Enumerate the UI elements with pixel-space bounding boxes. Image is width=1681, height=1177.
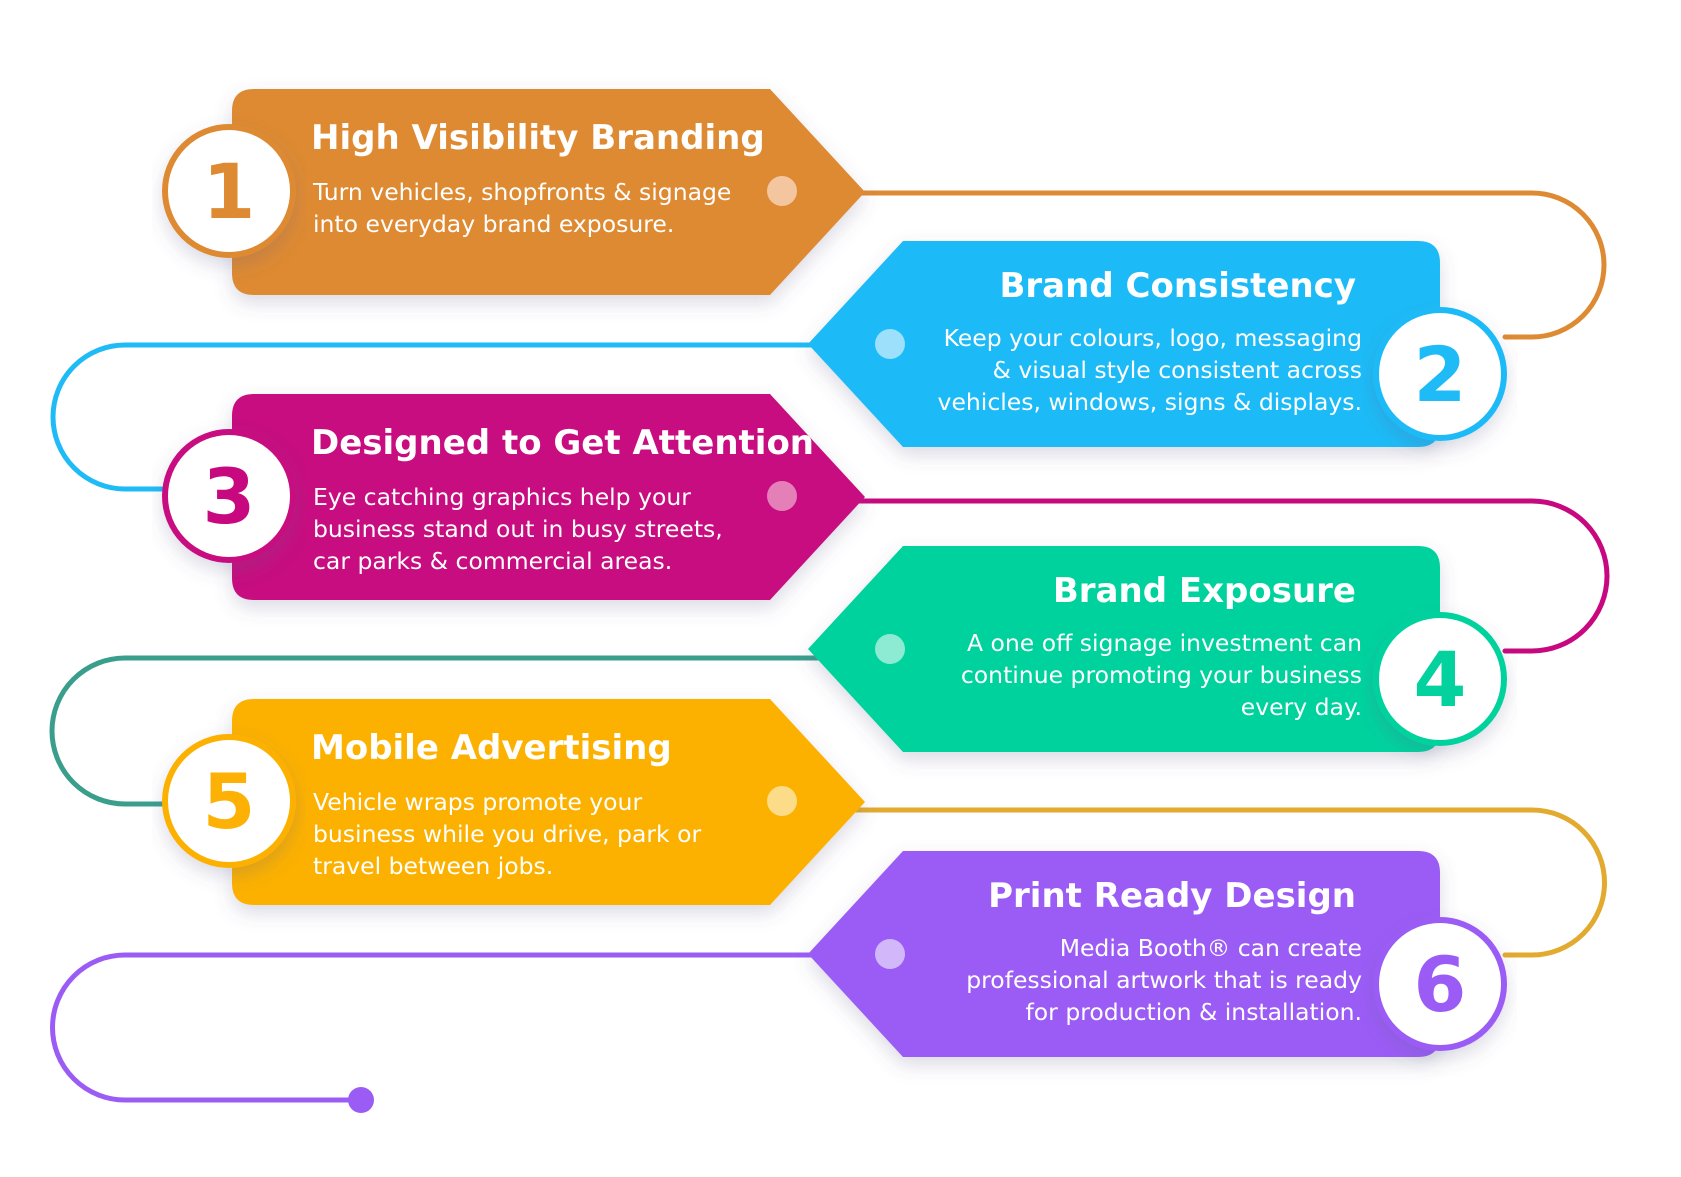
step-number: 4 bbox=[1414, 635, 1467, 724]
connector-line-3 bbox=[779, 498, 1610, 654]
step-description-line: Vehicle wraps promote your bbox=[313, 788, 642, 816]
step-description-line: car parks & commercial areas. bbox=[313, 547, 672, 575]
connector-lines bbox=[49, 190, 1610, 1113]
step-number-badge bbox=[1373, 917, 1507, 1051]
step-title: Designed to Get Attention bbox=[311, 423, 814, 463]
step-number-badge bbox=[162, 734, 296, 868]
step-number: 6 bbox=[1414, 940, 1467, 1029]
step-title: Mobile Advertising bbox=[311, 728, 672, 768]
step-number: 2 bbox=[1414, 330, 1467, 419]
step-number-badge bbox=[1373, 307, 1507, 441]
step-number-badge bbox=[1373, 612, 1507, 746]
connector-line-1 bbox=[779, 190, 1607, 340]
step-description-line: business stand out in busy streets, bbox=[313, 515, 723, 543]
connector-dot bbox=[767, 786, 797, 816]
step-description-line: every day. bbox=[1241, 693, 1362, 721]
step-banner bbox=[808, 851, 1440, 1057]
step-description-line: professional artwork that is ready bbox=[966, 966, 1362, 994]
step-description-line: Keep your colours, logo, messaging bbox=[944, 324, 1362, 352]
step-number-badge bbox=[162, 429, 296, 563]
connector-dot bbox=[875, 939, 905, 969]
step-description-line: into everyday brand exposure. bbox=[313, 210, 674, 238]
step-title: Print Ready Design bbox=[988, 876, 1356, 916]
step-description-line: Turn vehicles, shopfronts & signage bbox=[312, 178, 731, 206]
connector-dot bbox=[875, 329, 905, 359]
step-description-line: & visual style consistent across bbox=[993, 356, 1362, 384]
step-banner bbox=[808, 241, 1440, 447]
connector-dot bbox=[767, 176, 797, 206]
step-number: 1 bbox=[203, 147, 256, 236]
step-banner bbox=[232, 699, 865, 905]
connector-end-dot bbox=[348, 1087, 374, 1113]
connector-dot bbox=[875, 634, 905, 664]
connector-line-4 bbox=[49, 655, 891, 807]
step-banner bbox=[232, 394, 865, 600]
step-number: 3 bbox=[203, 452, 256, 541]
connector-line-5 bbox=[779, 807, 1607, 958]
step-4: 4 Brand Exposure A one off signage investm… bbox=[808, 546, 1507, 752]
step-description-line: continue promoting your business bbox=[961, 661, 1362, 689]
step-description-line: travel between jobs. bbox=[313, 852, 553, 880]
step-title: High Visibility Branding bbox=[311, 118, 765, 158]
step-description-line: business while you drive, park or bbox=[313, 820, 701, 848]
step-number-badge bbox=[162, 124, 296, 258]
connector-line-2 bbox=[50, 342, 891, 492]
step-description-line: vehicles, windows, signs & displays. bbox=[938, 388, 1362, 416]
step-description-line: Eye catching graphics help your bbox=[313, 483, 691, 511]
step-title: Brand Exposure bbox=[1053, 571, 1356, 611]
step-description-line: A one off signage investment can bbox=[967, 629, 1362, 657]
step-banner bbox=[808, 546, 1440, 752]
step-description-line: Media Booth® can create bbox=[1060, 934, 1362, 962]
step-banner bbox=[232, 89, 865, 295]
step-description-line: for production & installation. bbox=[1026, 998, 1362, 1026]
connector-dot bbox=[767, 481, 797, 511]
step-title: Brand Consistency bbox=[1000, 266, 1357, 306]
connector-line-6 bbox=[50, 952, 891, 1103]
step-number: 5 bbox=[203, 757, 256, 846]
